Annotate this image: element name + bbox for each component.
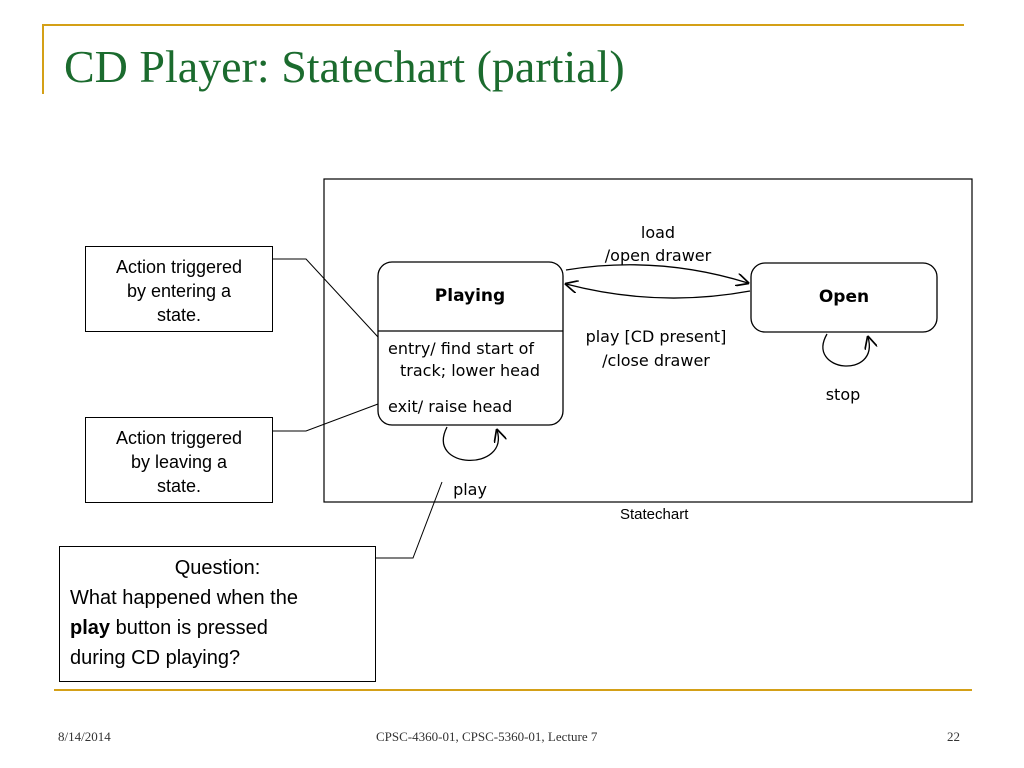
state-playing-entry-1: entry/ find start of bbox=[388, 339, 534, 358]
question-line2-rest: button is pressed bbox=[110, 617, 268, 639]
footer-course: CPSC-4360-01, CPSC-5360-01, Lecture 7 bbox=[376, 729, 598, 744]
state-open-name: Open bbox=[819, 287, 869, 307]
slide-title: CD Player: Statechart (partial) bbox=[64, 41, 625, 92]
callout-exit-line2: by leaving a bbox=[130, 452, 228, 472]
question-heading: Question: bbox=[174, 557, 261, 579]
transition-load-arrow bbox=[565, 264, 748, 283]
callout-entry-line3: state. bbox=[156, 305, 202, 325]
connector-entry bbox=[273, 258, 379, 338]
question-line2: play button is pressed bbox=[60, 613, 375, 643]
state-open bbox=[750, 262, 938, 333]
question-line1: What happened when the bbox=[70, 587, 298, 609]
question-callout: Question: What happened when the play bu… bbox=[59, 546, 376, 682]
state-playing bbox=[377, 261, 564, 426]
callout-exit-line1: Action triggered bbox=[115, 428, 243, 448]
connector-question bbox=[376, 481, 443, 559]
top-accent-line bbox=[42, 24, 964, 26]
transition-load-label-1: load bbox=[641, 223, 675, 242]
transition-play-label-1: play [CD present] bbox=[586, 327, 727, 346]
callout-entry: Action triggered by entering a state. bbox=[85, 246, 273, 332]
callout-exit-line3: state. bbox=[156, 476, 202, 496]
question-line3: during CD playing? bbox=[70, 647, 241, 669]
question-bold-play: play bbox=[70, 617, 111, 639]
footer-date: 8/14/2014 bbox=[58, 729, 111, 744]
connector-exit bbox=[273, 403, 379, 432]
self-loop-open bbox=[822, 333, 869, 367]
state-playing-entry-2: track; lower head bbox=[400, 361, 540, 380]
left-accent-line bbox=[42, 24, 44, 94]
figure-caption: Statechart bbox=[620, 506, 689, 523]
state-playing-exit: exit/ raise head bbox=[388, 397, 512, 416]
transition-play-arrow bbox=[566, 284, 751, 299]
self-loop-playing bbox=[442, 426, 498, 462]
footer-rule bbox=[54, 689, 972, 691]
callout-exit: Action triggered by leaving a state. bbox=[85, 417, 273, 503]
callout-entry-line2: by entering a bbox=[126, 281, 232, 301]
state-playing-name: Playing bbox=[435, 286, 505, 306]
transition-play-label-2: /close drawer bbox=[602, 351, 710, 370]
callout-entry-line1: Action triggered bbox=[115, 257, 243, 277]
self-loop-open-label: stop bbox=[826, 385, 861, 404]
self-loop-playing-label: play bbox=[453, 480, 487, 499]
footer-page-number: 22 bbox=[947, 729, 960, 744]
transition-load-label-2: /open drawer bbox=[605, 246, 712, 265]
